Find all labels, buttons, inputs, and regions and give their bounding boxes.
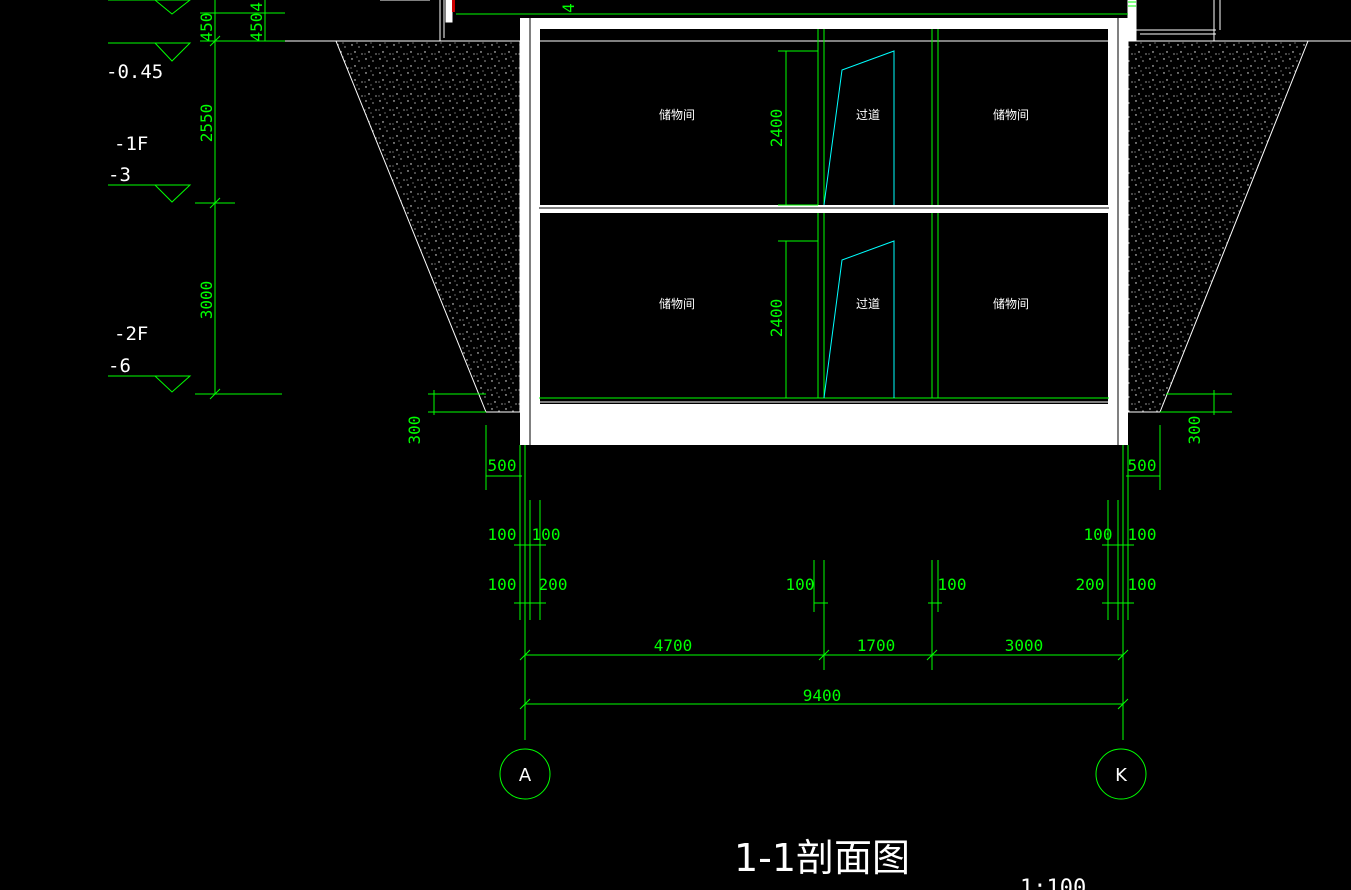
room-label-corridor-upper: 过道 — [856, 108, 880, 122]
axis-label-a: A — [519, 765, 532, 786]
level-minus2-elev: -6 — [108, 355, 131, 377]
dim-mid-100a: 100 — [786, 575, 815, 594]
slab-bottom — [540, 404, 1108, 445]
slab-top — [520, 18, 1128, 29]
soil-fill-right — [1127, 40, 1309, 413]
dim-basement1: 2550 — [197, 104, 216, 143]
dim-top-c: 4 — [247, 2, 266, 12]
level-minus1-elev: -3 — [108, 164, 131, 186]
dim-footing-right: 300 — [1185, 416, 1204, 445]
dim-left-100a: 100 — [488, 525, 517, 544]
dim-left-100c: 100 — [488, 575, 517, 594]
room-label-corridor-lower: 过道 — [856, 297, 880, 311]
door-upper — [823, 50, 895, 206]
level-minus-045: -0.45 — [106, 61, 163, 83]
dim-span-4700: 4700 — [654, 636, 693, 655]
dim-basement2: 3000 — [197, 281, 216, 320]
dim-right-200: 200 — [1076, 575, 1105, 594]
room-label-storage-right-upper: 储物间 — [993, 107, 1029, 122]
left-vertical-dim-chain — [195, 0, 285, 400]
dim-right-100c: 100 — [1128, 575, 1157, 594]
dim-right-100b: 100 — [1128, 525, 1157, 544]
level-markers — [108, 0, 192, 393]
room-label-storage-left-upper: 储物间 — [659, 107, 695, 122]
dim-span-3000: 3000 — [1005, 636, 1044, 655]
axis-bubble-k: K — [1095, 748, 1147, 800]
axis-label-k: K — [1115, 765, 1128, 786]
level-minus2-name: -2F — [114, 323, 148, 345]
dim-top-b: 450 — [247, 13, 266, 42]
dim-mid-100b: 100 — [938, 575, 967, 594]
room-label-storage-right-lower: 储物间 — [993, 296, 1029, 311]
dim-right-500: 500 — [1128, 456, 1157, 475]
axis-bubble-a: A — [499, 748, 551, 800]
level-minus1-name: -1F — [114, 133, 148, 155]
dim-top-a: 450 — [197, 13, 216, 42]
dim-span-1700: 1700 — [857, 636, 896, 655]
dim-top-d: 4 — [559, 3, 578, 13]
soil-fill-left — [335, 40, 521, 413]
dim-total-9400: 9400 — [803, 686, 842, 705]
dim-footing-left: 300 — [405, 416, 424, 445]
drawing-scale: 1:100 — [1020, 876, 1086, 890]
building-section — [520, 18, 1128, 445]
dim-door-upper: 2400 — [767, 109, 786, 148]
room-label-storage-left-lower: 储物间 — [659, 296, 695, 311]
dim-right-100a: 100 — [1084, 525, 1113, 544]
dim-left-500: 500 — [488, 456, 517, 475]
dim-left-200: 200 — [539, 575, 568, 594]
horizontal-dim-lines — [485, 425, 1161, 740]
door-lower — [823, 240, 895, 399]
upper-structure — [380, 0, 1221, 42]
dim-door-lower: 2400 — [767, 299, 786, 338]
drawing-title: 1-1剖面图 — [734, 836, 910, 880]
dim-left-100b: 100 — [532, 525, 561, 544]
slab-middle — [540, 205, 1108, 213]
